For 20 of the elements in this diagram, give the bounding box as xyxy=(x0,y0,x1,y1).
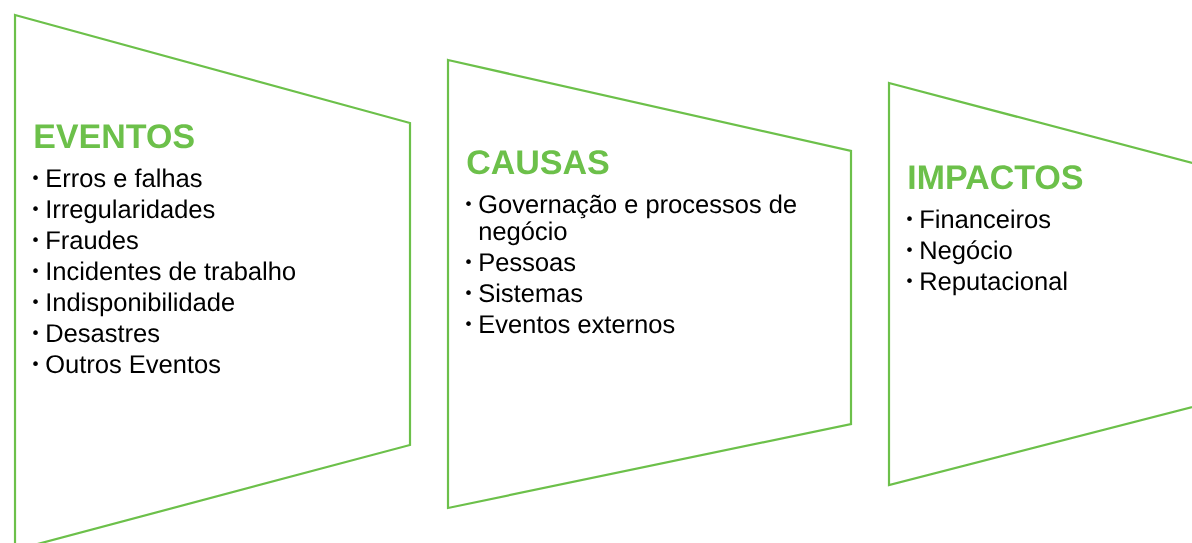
panel-heading: EVENTOS xyxy=(35,124,194,149)
trapezoid-panel xyxy=(887,81,1192,487)
trapezoid-panel xyxy=(13,13,412,543)
bullet-item: Reputacional xyxy=(907,271,1067,296)
bullet-item: Sistemas xyxy=(466,283,583,303)
bullet-item: Financeiros xyxy=(907,209,1051,229)
bullet-item: Pessoas xyxy=(466,253,576,272)
bullet-item: Fraudes xyxy=(33,230,138,250)
bullet-item: Indisponibilidade xyxy=(33,292,234,317)
trapezoid-panel xyxy=(446,58,853,510)
bullet-item: Desastres xyxy=(33,324,160,343)
bullet-item: Erros e falhas xyxy=(33,168,202,188)
bullet-item: Eventos externos xyxy=(466,315,675,334)
bullet-item: Negócio xyxy=(907,240,1012,265)
bullet-item: Outros Eventos xyxy=(33,355,220,374)
panel-heading: IMPACTOS xyxy=(909,165,1083,190)
panel-heading: CAUSAS xyxy=(467,150,609,175)
bullet-item: Governação e processos de negócio xyxy=(466,194,796,246)
bullet-item: Incidentes de trabalho xyxy=(33,261,295,281)
bullet-item: Irregularidades xyxy=(33,199,215,224)
